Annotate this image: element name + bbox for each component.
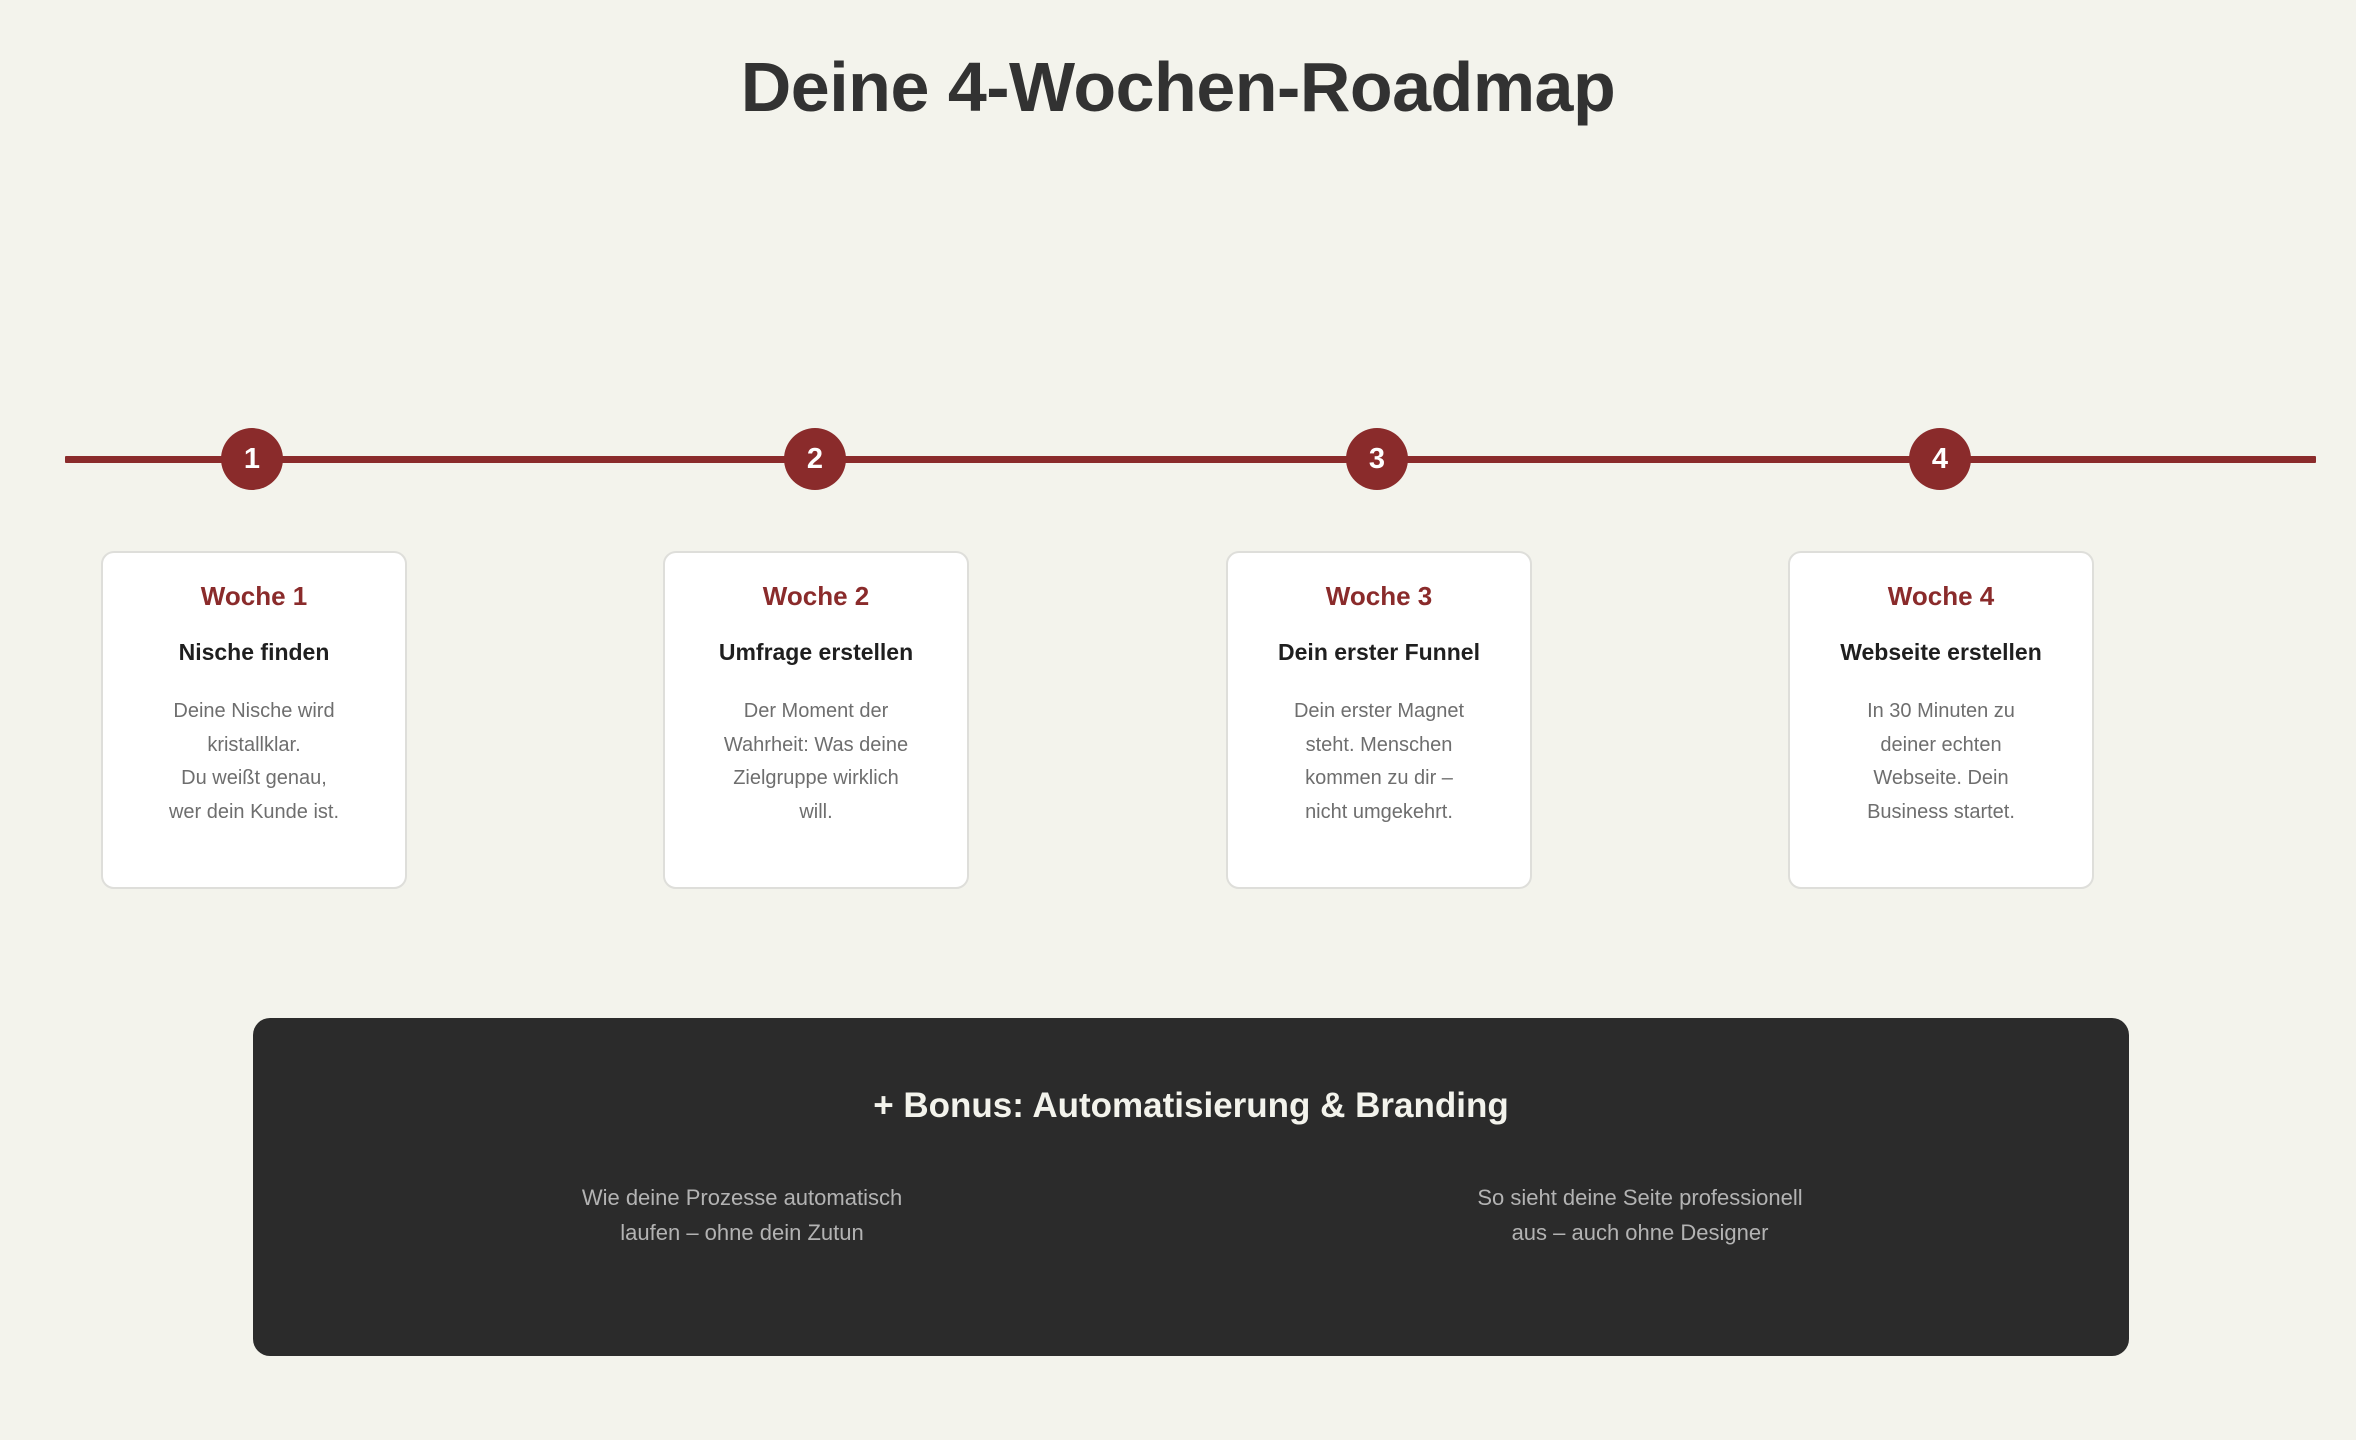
week-card-label: Woche 1 <box>200 581 308 611</box>
week-card-heading: Webseite erstellen <box>1840 639 2042 666</box>
week-card-list: Woche 1 Nische finden Deine Nische wird … <box>101 551 2255 889</box>
week-card-description: Deine Nische wird kristallklar. Du weißt… <box>168 699 340 823</box>
bonus-panel-column-automation: Wie deine Prozesse automatisch laufen – … <box>581 1184 903 1246</box>
bonus-panel: + Bonus: Automatisierung & Branding Wie … <box>253 1018 2129 1356</box>
timeline-step-marker-4[interactable]: 4 <box>1909 428 1971 490</box>
week-card-heading: Dein erster Funnel <box>1278 639 1480 666</box>
week-card-label: Woche 3 <box>1325 581 1433 611</box>
week-card-heading: Umfrage erstellen <box>718 639 914 666</box>
week-card[interactable]: Woche 3 Dein erster Funnel Dein erster M… <box>1226 551 1532 889</box>
week-card-description: Dein erster Magnet steht. Menschen komme… <box>1293 699 1465 823</box>
week-card-description: In 30 Minuten zu deiner echten Webseite.… <box>1867 699 2015 823</box>
timeline-step-marker-3[interactable]: 3 <box>1346 428 1408 490</box>
week-card[interactable]: Woche 4 Webseite erstellen In 30 Minuten… <box>1788 551 2094 889</box>
week-card-label: Woche 2 <box>762 581 870 611</box>
bonus-panel-column-branding: So sieht deine Seite professionell aus –… <box>1477 1184 1803 1246</box>
timeline-step-marker-2[interactable]: 2 <box>784 428 846 490</box>
timeline-rail <box>65 456 2316 463</box>
week-card-heading: Nische finden <box>178 639 330 666</box>
week-card-description: Der Moment der Wahrheit: Was deine Zielg… <box>723 699 909 823</box>
bonus-panel-title: + Bonus: Automatisierung & Branding <box>873 1086 1509 1125</box>
week-card[interactable]: Woche 1 Nische finden Deine Nische wird … <box>101 551 407 889</box>
week-card[interactable]: Woche 2 Umfrage erstellen Der Moment der… <box>663 551 969 889</box>
page-title: Deine 4-Wochen-Roadmap <box>740 48 1616 126</box>
roadmap-timeline: 1 2 3 4 <box>0 428 2356 490</box>
week-card-label: Woche 4 <box>1887 581 1995 611</box>
timeline-step-marker-1[interactable]: 1 <box>221 428 283 490</box>
bonus-panel-columns: Wie deine Prozesse automatisch laufen – … <box>293 1180 2089 1251</box>
